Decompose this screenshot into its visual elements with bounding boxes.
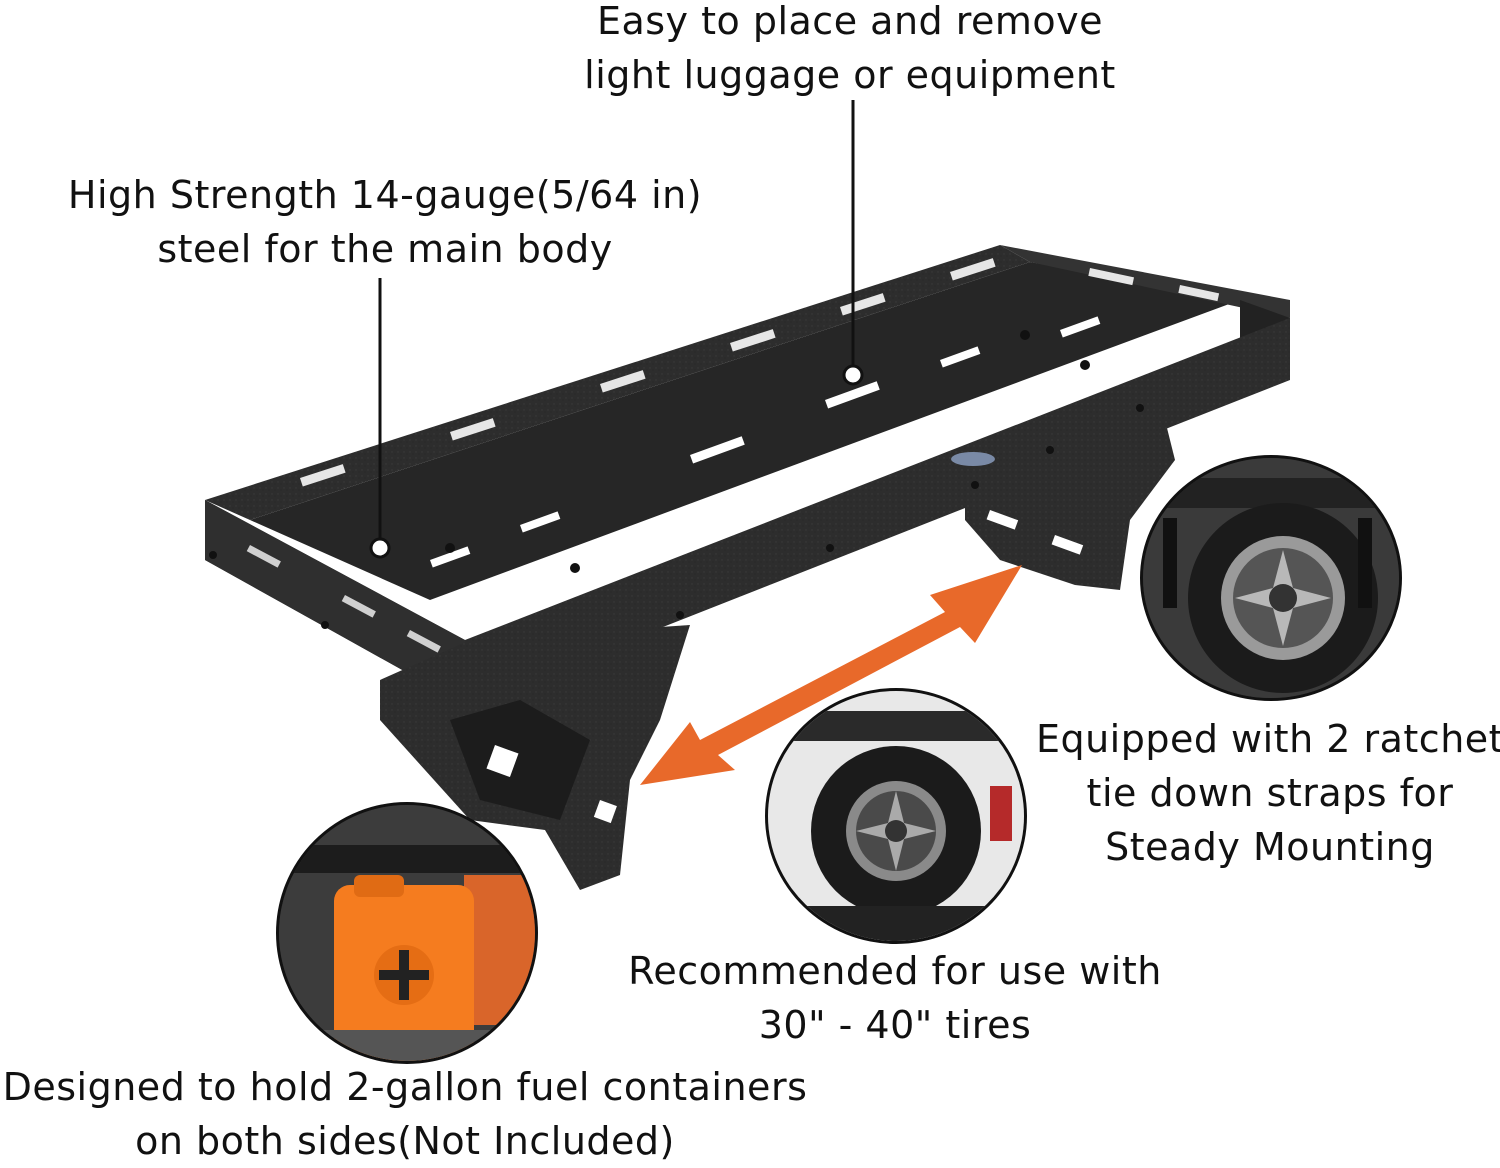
- callout-straps-line1: Equipped with 2 ratchet: [1035, 717, 1500, 761]
- spare-tire-icon: [1143, 458, 1399, 698]
- callout-tires: Recommended for use with 30" - 40" tires: [590, 944, 1200, 1052]
- callout-straps-line3: Steady Mounting: [1105, 825, 1435, 869]
- right-mount-bracket: [965, 420, 1175, 590]
- leader-dot-steel: [369, 537, 391, 559]
- callout-easy-place: Easy to place and remove light luggage o…: [560, 0, 1140, 102]
- callout-steel: High Strength 14-gauge(5/64 in) steel fo…: [40, 168, 730, 276]
- inset-fuel-container: [276, 802, 538, 1064]
- callout-easy-place-line2: light luggage or equipment: [584, 53, 1116, 97]
- callout-straps: Equipped with 2 ratchet tie down straps …: [1020, 712, 1500, 874]
- orange-double-arrow-icon: [640, 565, 1022, 785]
- mounted-tire-icon: [768, 691, 1024, 941]
- back-wall-slots: [300, 258, 1220, 487]
- callout-straps-line2: tie down straps for: [1086, 771, 1454, 815]
- front-wall-slots: [246, 545, 441, 653]
- rack-tray-floor: [250, 262, 1240, 600]
- callout-steel-line2: steel for the main body: [157, 227, 613, 271]
- callout-tires-line1: Recommended for use with: [628, 949, 1162, 993]
- callout-steel-line1: High Strength 14-gauge(5/64 in): [67, 173, 703, 217]
- inset-mounted-tire: [765, 688, 1027, 944]
- brand-badge: [951, 452, 995, 466]
- callout-fuel-line2: on both sides(Not Included): [135, 1119, 675, 1163]
- fuel-container-icon: [279, 805, 535, 1061]
- callout-tires-line2: 30" - 40" tires: [758, 1003, 1032, 1047]
- floor-slots: [430, 316, 1171, 568]
- callout-fuel-line1: Designed to hold 2-gallon fuel container…: [2, 1065, 808, 1109]
- callout-easy-place-line1: Easy to place and remove: [596, 0, 1104, 43]
- inset-tire-straps: [1140, 455, 1402, 701]
- callout-fuel: Designed to hold 2-gallon fuel container…: [0, 1060, 810, 1168]
- left-mount-bracket: [380, 625, 690, 890]
- leader-lines: [378, 100, 855, 548]
- leader-dot-top: [842, 364, 864, 386]
